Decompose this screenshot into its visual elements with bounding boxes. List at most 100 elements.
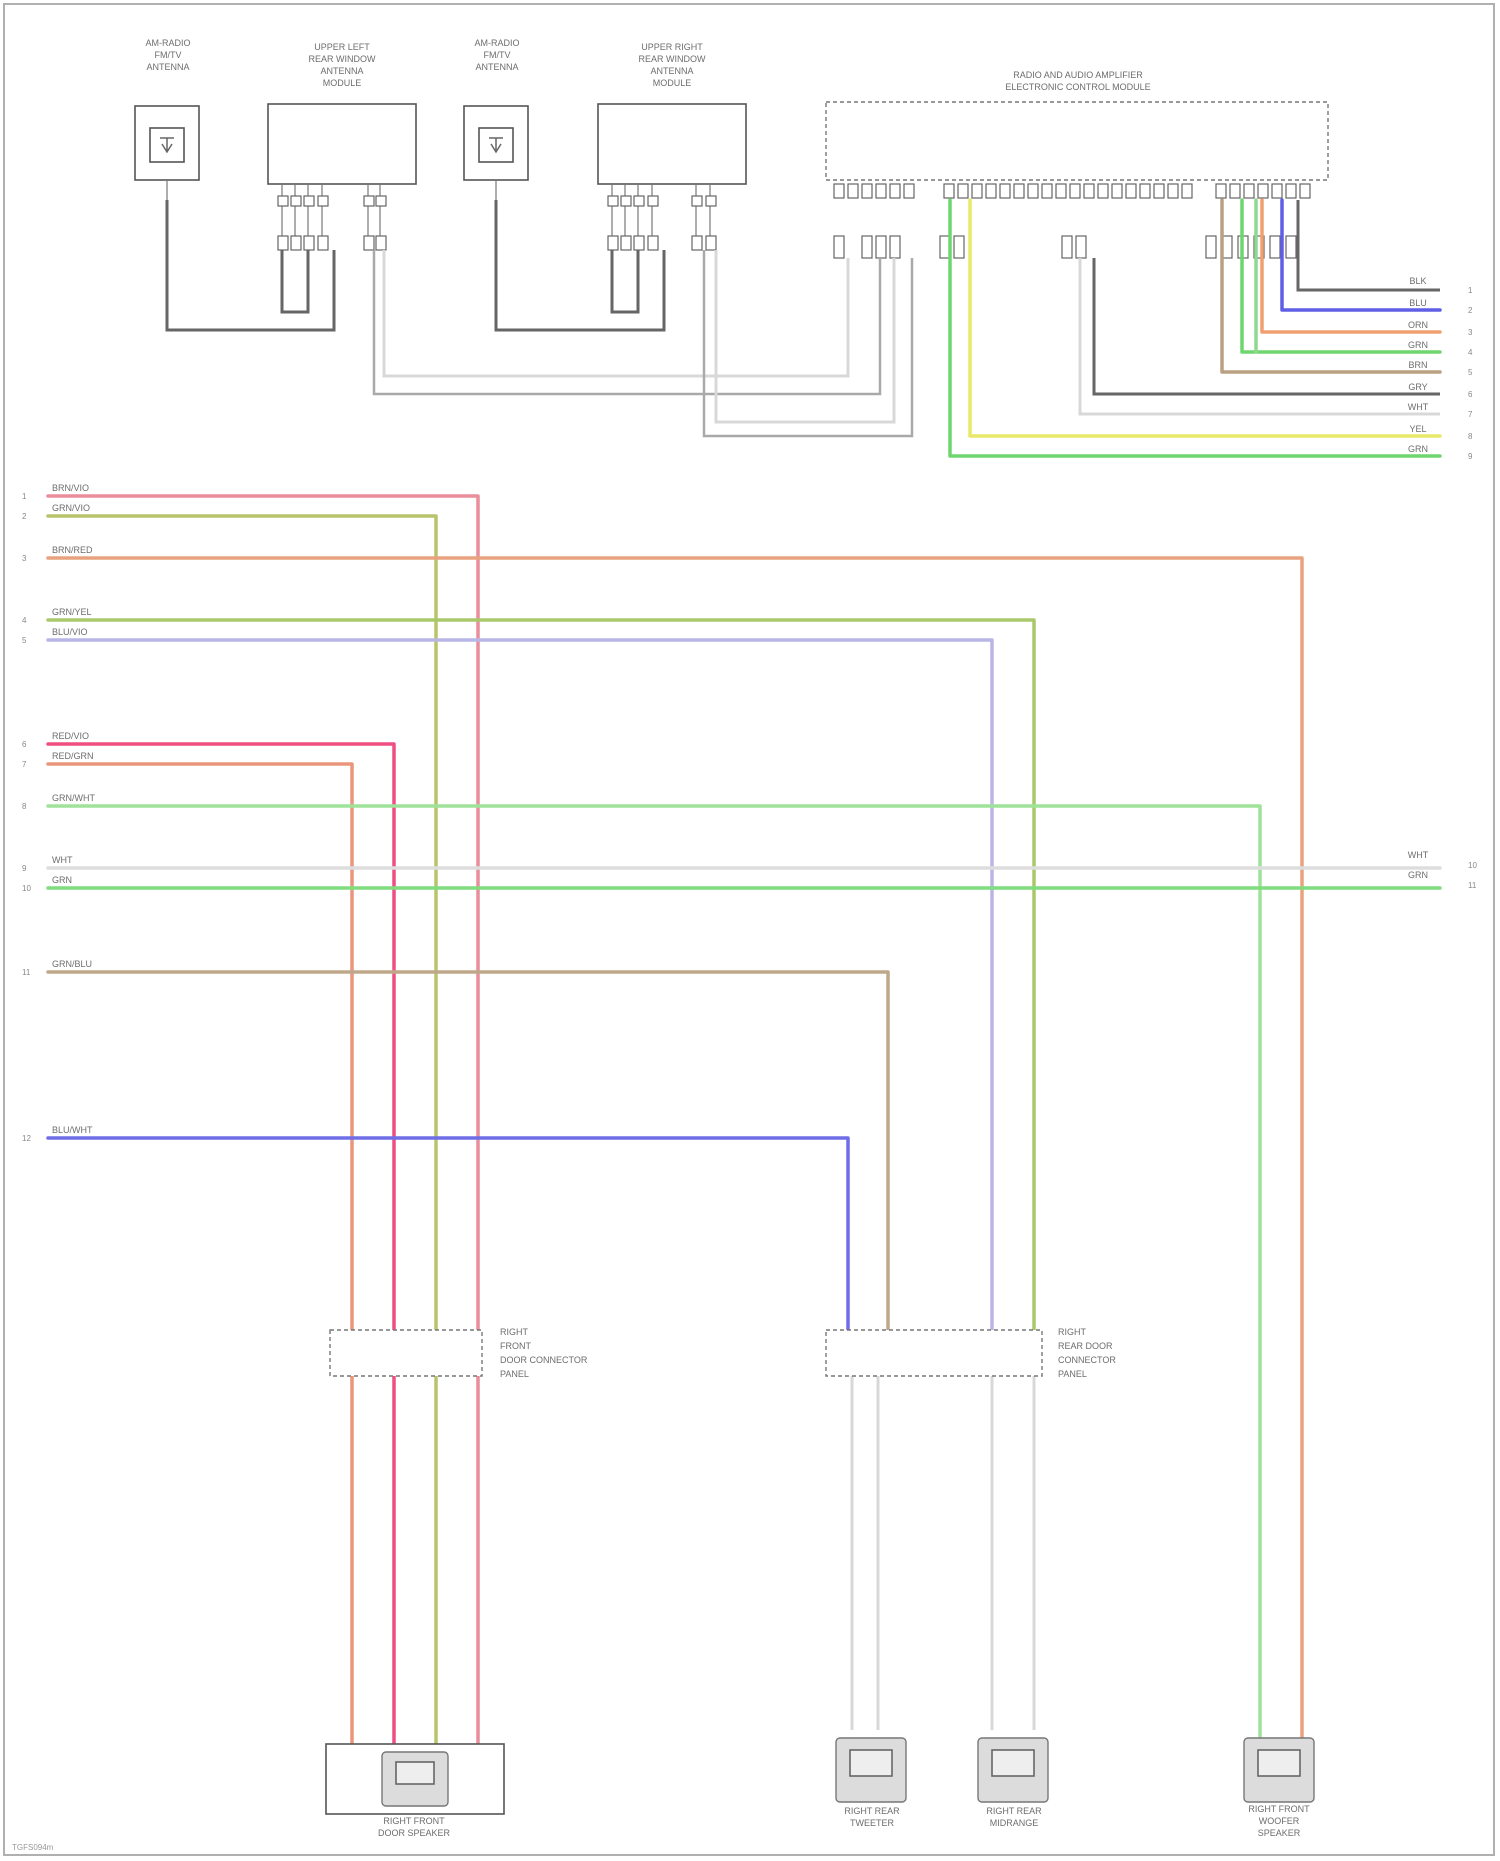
wire-3 — [48, 558, 1302, 1750]
front-speaker-label-1: RIGHT FRONT — [383, 1816, 445, 1826]
right-label-5: BRN — [1408, 360, 1427, 370]
right-amp-label-3: ANTENNA — [650, 66, 693, 76]
wire-index-6: 6 — [22, 740, 27, 749]
wire-index-11: 11 — [22, 968, 31, 977]
left-antenna-label-3: ANTENNA — [146, 62, 189, 72]
top-wiring — [167, 200, 1440, 456]
front-connector-label-3: DOOR CONNECTOR — [500, 1355, 588, 1365]
wire-label-7: RED/GRN — [52, 751, 94, 761]
wire-index-9: 9 — [22, 864, 27, 873]
wire-label-3: BRN/RED — [52, 545, 93, 555]
front-woofer-label-1: RIGHT FRONT — [1248, 1804, 1310, 1814]
wire-11 — [48, 972, 888, 1330]
right-index-3: 3 — [1468, 328, 1473, 337]
wire-label-2: GRN/VIO — [52, 503, 90, 513]
right-index-8: 8 — [1468, 432, 1473, 441]
wire-label-8: GRN/WHT — [52, 793, 95, 803]
right-label-4: GRN — [1408, 340, 1428, 350]
wire-label-6: RED/VIO — [52, 731, 89, 741]
harness-wires — [48, 496, 1440, 1750]
right-index-7: 7 — [1468, 410, 1473, 419]
front-woofer-label-3: SPEAKER — [1258, 1828, 1301, 1838]
right-index-2: 2 — [1468, 306, 1473, 315]
main-module-pins — [834, 184, 1310, 258]
harness-labels: BRN/VIO1GRN/VIO2BRN/RED3GRN/YEL4BLU/VIO5… — [22, 483, 95, 1143]
front-woofer-label-2: WOOFER — [1259, 1816, 1300, 1826]
wire-7 — [48, 764, 352, 1750]
right-lower-labels: WHT 10 GRN 11 — [1408, 850, 1478, 890]
right-label-10: WHT — [1408, 850, 1429, 860]
left-amp-label-4: MODULE — [323, 78, 362, 88]
wire-index-7: 7 — [22, 760, 27, 769]
front-speaker-label-2: DOOR SPEAKER — [378, 1828, 451, 1838]
main-module-label-2: ELECTRONIC CONTROL MODULE — [1005, 82, 1150, 92]
right-antenna-module: AM-RADIO FM/TV ANTENNA — [464, 38, 528, 180]
rear-connector-label-1: RIGHT — [1058, 1327, 1087, 1337]
wire-12 — [48, 1138, 848, 1330]
wire-label-10: GRN — [52, 875, 72, 885]
right-label-11: GRN — [1408, 870, 1428, 880]
wire-2 — [48, 516, 436, 1750]
rear-connector-label-3: CONNECTOR — [1058, 1355, 1116, 1365]
right-index-6: 6 — [1468, 390, 1473, 399]
left-amp-label-3: ANTENNA — [320, 66, 363, 76]
wire-8 — [48, 806, 1260, 1750]
right-label-7: WHT — [1408, 402, 1429, 412]
rear-midrange: RIGHT REAR MIDRANGE — [978, 1738, 1048, 1828]
right-label-2: BLU — [1409, 298, 1427, 308]
right-connector-labels: BLK 1 BLU 2 ORN 3 GRN 4 BRN 5 GRY 6 WHT … — [1408, 276, 1473, 461]
wire-4 — [48, 620, 1034, 1330]
right-antenna-label-1: AM-RADIO — [475, 38, 520, 48]
front-door-connector: RIGHT FRONT DOOR CONNECTOR PANEL — [330, 1327, 588, 1379]
right-amp-module: UPPER RIGHT REAR WINDOW ANTENNA MODULE — [598, 42, 746, 184]
left-antenna-label-1: AM-RADIO — [146, 38, 191, 48]
wire-index-1: 1 — [22, 492, 27, 501]
right-label-1: BLK — [1409, 276, 1426, 286]
right-label-9: GRN — [1408, 444, 1428, 454]
rear-connector-label-4: PANEL — [1058, 1369, 1087, 1379]
left-antenna-module: AM-RADIO FM/TV ANTENNA — [135, 38, 199, 180]
front-connector-label-2: FRONT — [500, 1341, 531, 1351]
right-index-1: 1 — [1468, 286, 1473, 295]
right-amp-label-2: REAR WINDOW — [639, 54, 707, 64]
wire-label-4: GRN/YEL — [52, 607, 92, 617]
rear-midrange-label-2: MIDRANGE — [990, 1818, 1039, 1828]
rear-connector-label-2: REAR DOOR — [1058, 1341, 1113, 1351]
right-index-11: 11 — [1468, 881, 1477, 890]
main-module-label-1: RADIO AND AUDIO AMPLIFIER — [1013, 70, 1143, 80]
wire-6 — [48, 744, 394, 1750]
footer-code: TGFS094m — [12, 1843, 54, 1852]
right-index-5: 5 — [1468, 368, 1473, 377]
front-connector-label-1: RIGHT — [500, 1327, 529, 1337]
front-connector-label-4: PANEL — [500, 1369, 529, 1379]
wire-index-5: 5 — [22, 636, 27, 645]
wire-index-2: 2 — [22, 512, 27, 521]
rear-door-connector: RIGHT REAR DOOR CONNECTOR PANEL — [826, 1327, 1116, 1379]
wire-label-9: WHT — [52, 855, 73, 865]
wire-1 — [48, 496, 478, 1750]
right-index-10: 10 — [1468, 861, 1477, 870]
right-label-3: ORN — [1408, 320, 1428, 330]
main-module: RADIO AND AUDIO AMPLIFIER ELECTRONIC CON… — [826, 70, 1328, 180]
wire-label-5: BLU/VIO — [52, 627, 88, 637]
right-amp-label-4: MODULE — [653, 78, 692, 88]
right-label-6: GRY — [1408, 382, 1427, 392]
rear-tweeter: RIGHT REAR TWEETER — [836, 1738, 906, 1828]
wire-index-10: 10 — [22, 884, 31, 893]
rear-tweeter-label-2: TWEETER — [850, 1818, 894, 1828]
right-antenna-label-2: FM/TV — [484, 50, 511, 60]
wire-label-11: GRN/BLU — [52, 959, 92, 969]
wire-index-3: 3 — [22, 554, 27, 563]
front-door-speaker: RIGHT FRONT DOOR SPEAKER — [326, 1744, 504, 1838]
right-antenna-label-3: ANTENNA — [475, 62, 518, 72]
wire-label-12: BLU/WHT — [52, 1125, 93, 1135]
wire-index-4: 4 — [22, 616, 27, 625]
front-woofer: RIGHT FRONT WOOFER SPEAKER — [1244, 1738, 1314, 1838]
wire-index-8: 8 — [22, 802, 27, 811]
left-amp-label-2: REAR WINDOW — [309, 54, 377, 64]
left-amp-label-1: UPPER LEFT — [314, 42, 370, 52]
right-amp-label-1: UPPER RIGHT — [641, 42, 703, 52]
wire-index-12: 12 — [22, 1134, 31, 1143]
right-index-4: 4 — [1468, 348, 1473, 357]
